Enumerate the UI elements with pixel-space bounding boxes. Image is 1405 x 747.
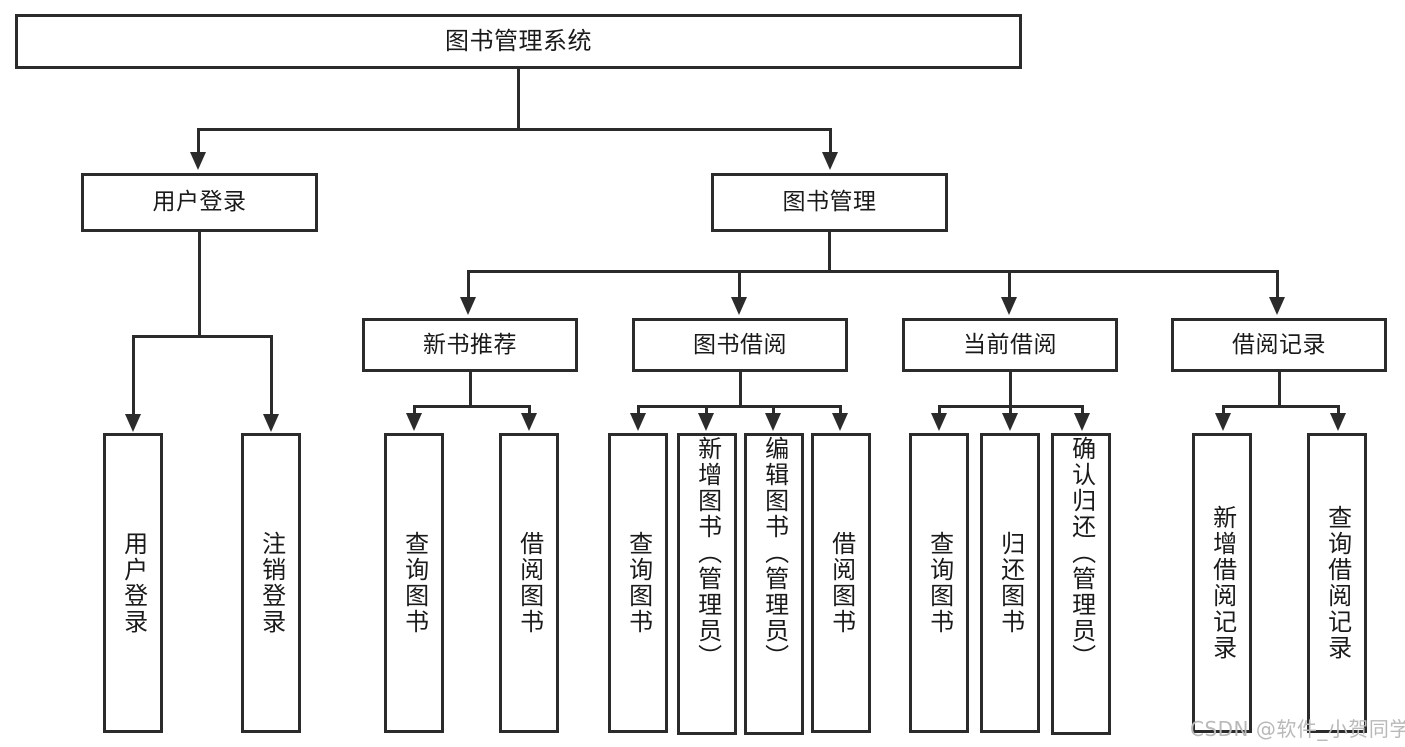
arrowhead-current-borrow-leaf-3 <box>1074 413 1090 431</box>
connector-book-mgmt-stem <box>828 232 831 270</box>
arrowhead-book-borrow-leaf-3 <box>765 413 781 431</box>
arrowhead-current-borrow-leaf-2 <box>1002 413 1018 431</box>
connector-book-mgmt-drop-1 <box>467 270 470 300</box>
node-user-login-label: 用户登录 <box>152 189 247 216</box>
leaf-borrow-record-query-label: 查询借阅记录 <box>1323 505 1352 661</box>
leaf-book-borrow-query-label: 查询图书 <box>624 531 653 635</box>
node-book-borrow-label: 图书借阅 <box>693 331 787 358</box>
leaf-book-borrow-edit-admin-label: 编辑图书（管理员） <box>760 436 789 670</box>
leaf-borrow-record-query[interactable]: 查询借阅记录 <box>1307 433 1367 733</box>
connector-current-borrow-drop-2 <box>1009 405 1012 417</box>
arrowhead-new-book-leaf-2 <box>521 413 537 431</box>
connector-new-book-drop-1 <box>413 405 416 417</box>
leaf-new-book-borrow-label: 借阅图书 <box>515 531 544 635</box>
node-new-book-recommend[interactable]: 新书推荐 <box>362 318 578 372</box>
connector-book-borrow-drop-3 <box>772 405 775 417</box>
arrowhead-new-book-leaf-1 <box>406 413 422 431</box>
connector-book-mgmt-drop-3 <box>1008 270 1011 300</box>
connector-user-login-stem <box>198 232 201 335</box>
node-borrow-record[interactable]: 借阅记录 <box>1171 318 1387 372</box>
leaf-current-borrow-return[interactable]: 归还图书 <box>980 433 1040 733</box>
leaf-book-borrow-add-admin-label: 新增图书（管理员） <box>693 436 722 670</box>
leaf-new-book-query[interactable]: 查询图书 <box>384 433 444 733</box>
arrowhead-root-to-user-login <box>190 152 206 170</box>
connector-book-mgmt-drop-2 <box>738 270 741 300</box>
leaf-user-login-logout-label: 注销登录 <box>257 531 286 635</box>
node-book-borrow[interactable]: 图书借阅 <box>632 318 848 372</box>
arrowhead-to-current-borrow <box>1001 297 1017 315</box>
node-new-book-recommend-label: 新书推荐 <box>423 331 517 358</box>
connector-user-login-drop-1 <box>132 335 135 418</box>
node-book-management[interactable]: 图书管理 <box>711 173 948 232</box>
arrowhead-to-borrow-record <box>1269 297 1285 315</box>
arrowhead-book-borrow-leaf-4 <box>832 413 848 431</box>
connector-borrow-record-drop-2 <box>1337 405 1340 417</box>
leaf-borrow-record-add-label: 新增借阅记录 <box>1208 505 1237 661</box>
arrowhead-to-new-book-recommend <box>460 297 476 315</box>
leaf-current-borrow-confirm-admin[interactable]: 确认归还（管理员） <box>1051 433 1111 735</box>
arrowhead-book-borrow-leaf-2 <box>698 413 714 431</box>
arrowhead-borrow-record-leaf-2 <box>1330 413 1346 431</box>
leaf-current-borrow-return-label: 归还图书 <box>996 531 1025 635</box>
leaf-borrow-record-add[interactable]: 新增借阅记录 <box>1192 433 1252 733</box>
node-book-management-label: 图书管理 <box>782 189 877 216</box>
connector-borrow-record-bus <box>1222 405 1340 408</box>
connector-book-borrow-bus <box>637 405 842 408</box>
arrowhead-current-borrow-leaf-1 <box>931 413 947 431</box>
connector-book-borrow-drop-2 <box>705 405 708 417</box>
node-current-borrow[interactable]: 当前借阅 <box>902 318 1118 372</box>
connector-borrow-record-drop-1 <box>1222 405 1225 417</box>
connector-new-book-stem <box>469 372 472 405</box>
connector-user-login-bus <box>132 335 273 338</box>
arrowhead-to-book-borrow <box>731 297 747 315</box>
leaf-book-borrow-borrow-label: 借阅图书 <box>827 531 856 635</box>
leaf-user-login-logout[interactable]: 注销登录 <box>241 433 301 733</box>
leaf-book-borrow-borrow[interactable]: 借阅图书 <box>811 433 871 733</box>
arrowhead-root-to-book-mgmt <box>822 152 838 170</box>
arrowhead-borrow-record-leaf-1 <box>1215 413 1231 431</box>
arrowhead-user-login-leaf-1 <box>125 414 141 432</box>
leaf-user-login-login[interactable]: 用户登录 <box>103 433 163 733</box>
leaf-current-borrow-query[interactable]: 查询图书 <box>909 433 969 733</box>
connector-new-book-drop-2 <box>528 405 531 417</box>
connector-current-borrow-stem <box>1009 372 1012 405</box>
watermark-text: CSDN @软件_小贺同学 <box>1190 717 1405 741</box>
connector-book-borrow-drop-4 <box>839 405 842 417</box>
connector-current-borrow-drop-3 <box>1081 405 1084 417</box>
connector-user-login-drop-2 <box>270 335 273 418</box>
connector-book-mgmt-drop-4 <box>1276 270 1279 300</box>
connector-book-mgmt-bus <box>467 270 1279 273</box>
leaf-current-borrow-confirm-admin-label: 确认归还（管理员） <box>1067 436 1096 670</box>
connector-root-stem <box>517 69 520 128</box>
leaf-book-borrow-query[interactable]: 查询图书 <box>608 433 668 733</box>
arrowhead-user-login-leaf-2 <box>263 414 279 432</box>
connector-book-borrow-drop-1 <box>637 405 640 417</box>
leaf-current-borrow-query-label: 查询图书 <box>925 531 954 635</box>
leaf-user-login-login-label: 用户登录 <box>119 531 148 635</box>
leaf-book-borrow-add-admin[interactable]: 新增图书（管理员） <box>677 433 737 735</box>
node-user-login[interactable]: 用户登录 <box>81 173 318 232</box>
node-root-system-label: 图书管理系统 <box>445 26 592 55</box>
connector-new-book-bus <box>413 405 531 408</box>
leaf-book-borrow-edit-admin[interactable]: 编辑图书（管理员） <box>744 433 804 735</box>
connector-root-drop-2 <box>829 128 832 155</box>
connector-root-drop-1 <box>197 128 200 155</box>
node-root-system[interactable]: 图书管理系统 <box>15 14 1022 69</box>
connector-book-borrow-stem <box>739 372 742 405</box>
node-borrow-record-label: 借阅记录 <box>1232 331 1326 358</box>
leaf-new-book-borrow[interactable]: 借阅图书 <box>499 433 559 733</box>
leaf-new-book-query-label: 查询图书 <box>400 531 429 635</box>
arrowhead-book-borrow-leaf-1 <box>630 413 646 431</box>
connector-root-bus <box>197 128 831 131</box>
connector-current-borrow-drop-1 <box>938 405 941 417</box>
node-current-borrow-label: 当前借阅 <box>963 331 1057 358</box>
connector-borrow-record-stem <box>1278 372 1281 405</box>
